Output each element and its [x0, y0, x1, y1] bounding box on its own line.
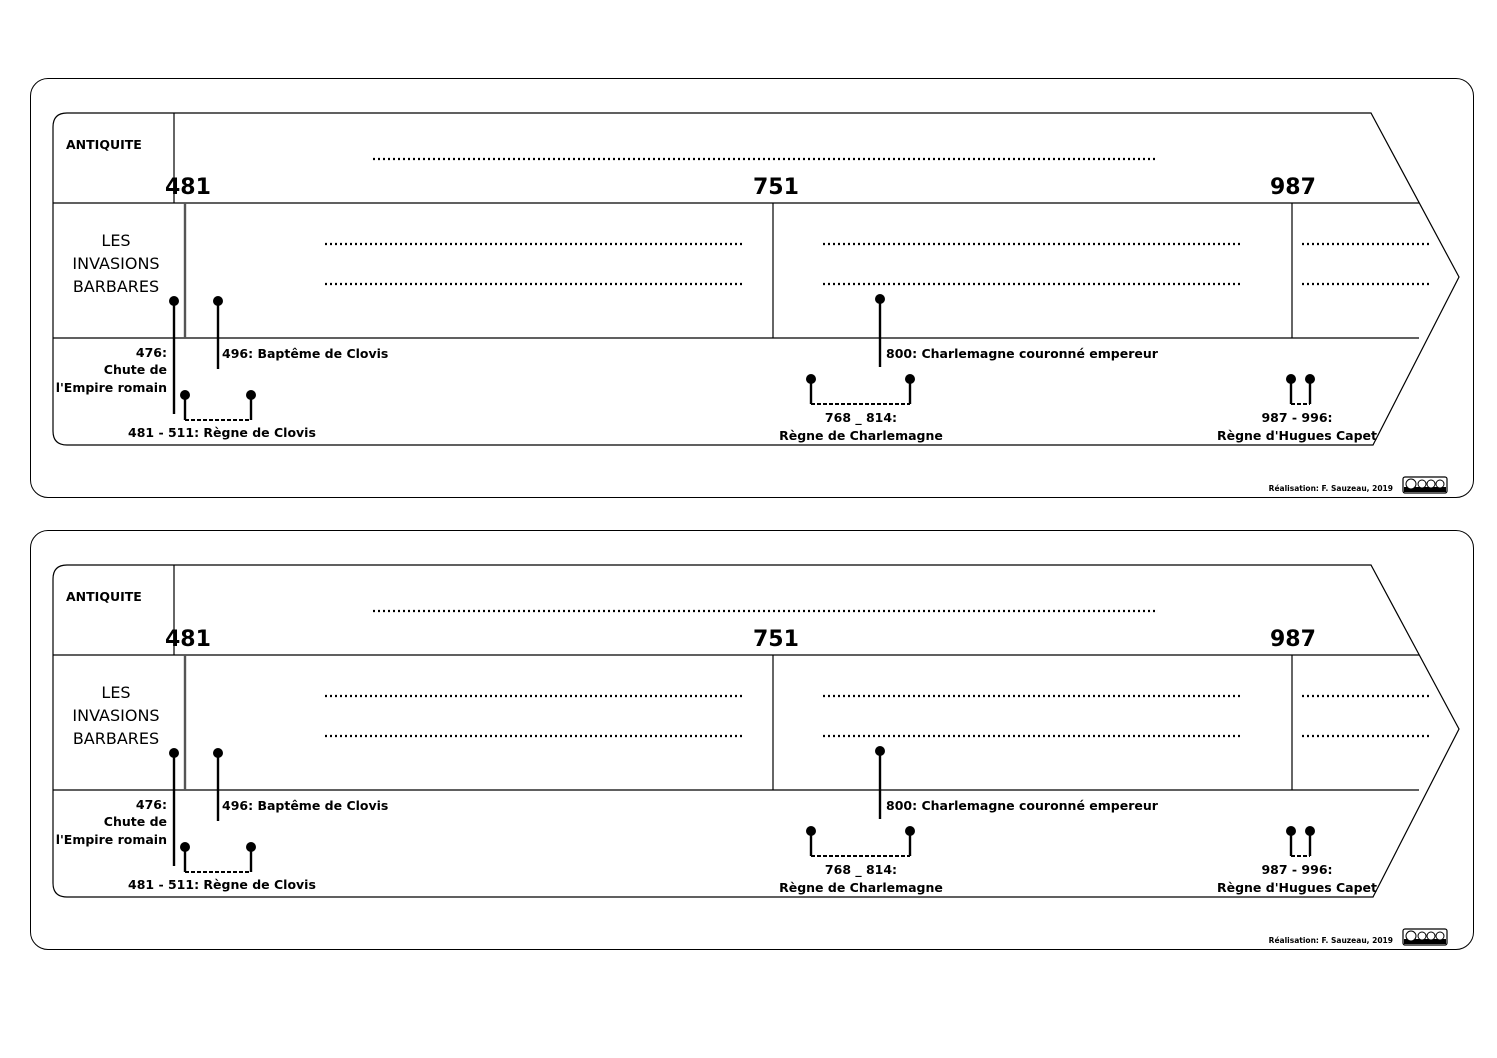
timeline-card: ANTIQUITE 481 751 987 LES INVASIONS BARB…: [30, 78, 1474, 498]
period-title-line: INVASIONS: [72, 706, 159, 725]
credit-text: Réalisation: F. Sauzeau, 2019: [1269, 936, 1393, 945]
event-476-label: l'Empire romain: [56, 832, 167, 847]
period-title-line: INVASIONS: [72, 254, 159, 273]
event-496-pin: [213, 296, 223, 306]
event-476-label: 476:: [136, 797, 167, 812]
year-987: 987: [1270, 175, 1316, 200]
event-800-pin: [875, 746, 885, 756]
hugues-reign-label: 987 - 996:: [1261, 862, 1332, 877]
timeline-arrow-outline: [52, 564, 1460, 898]
charlemagne-reign-bracket: [809, 831, 912, 856]
cc-by-nc-sa-icon: [1402, 476, 1448, 494]
period-title-line: BARBARES: [73, 729, 159, 748]
event-476-label: l'Empire romain: [56, 380, 167, 395]
timeline-diagram: ANTIQUITE 481 751 987 LES INVASIONS BARB…: [52, 564, 1460, 946]
event-476-pin: [169, 296, 179, 306]
period-title-line: LES: [101, 683, 130, 702]
charlemagne-reign-bracket: [809, 379, 912, 404]
event-496-pin: [213, 748, 223, 758]
period-title-line: LES: [101, 231, 130, 250]
charlemagne-reign-label: 768 _ 814:: [825, 862, 897, 878]
event-800-pin: [875, 294, 885, 304]
clovis-reign-bracket: [183, 395, 253, 420]
charlemagne-reign-label: 768 _ 814:: [825, 410, 897, 426]
charlemagne-reign-label: Règne de Charlemagne: [779, 880, 943, 895]
timeline-card: ANTIQUITE 481 751 987 LES INVASIONS BARB…: [30, 530, 1474, 950]
event-476-label: 476:: [136, 345, 167, 360]
antiquite-label: ANTIQUITE: [66, 589, 142, 604]
period-title-line: BARBARES: [73, 277, 159, 296]
credit-text: Réalisation: F. Sauzeau, 2019: [1269, 484, 1393, 493]
clovis-reign-label: 481 - 511: Règne de Clovis: [128, 877, 316, 892]
event-800-label: 800: Charlemagne couronné empereur: [886, 346, 1159, 361]
hugues-reign-label: 987 - 996:: [1261, 410, 1332, 425]
event-476-label: Chute de: [104, 814, 167, 829]
timeline-diagram: ANTIQUITE 481 751 987 LES INVASIONS BARB…: [52, 112, 1460, 494]
charlemagne-reign-label: Règne de Charlemagne: [779, 428, 943, 443]
clovis-reign-bracket: [183, 847, 253, 872]
event-496-label: 496: Baptême de Clovis: [222, 798, 388, 813]
year-751: 751: [753, 627, 799, 652]
event-476-label: Chute de: [104, 362, 167, 377]
hugues-reign-label: Règne d'Hugues Capet: [1217, 880, 1377, 895]
timeline-arrow-outline: [52, 112, 1460, 446]
clovis-reign-label: 481 - 511: Règne de Clovis: [128, 425, 316, 440]
hugues-reign-bracket: [1289, 379, 1312, 404]
event-800-label: 800: Charlemagne couronné empereur: [886, 798, 1159, 813]
year-987: 987: [1270, 627, 1316, 652]
cc-by-nc-sa-icon: [1402, 928, 1448, 946]
year-481: 481: [165, 627, 211, 652]
hugues-reign-bracket: [1289, 831, 1312, 856]
year-481: 481: [165, 175, 211, 200]
antiquite-label: ANTIQUITE: [66, 137, 142, 152]
event-496-label: 496: Baptême de Clovis: [222, 346, 388, 361]
event-476-pin: [169, 748, 179, 758]
year-751: 751: [753, 175, 799, 200]
hugues-reign-label: Règne d'Hugues Capet: [1217, 428, 1377, 443]
